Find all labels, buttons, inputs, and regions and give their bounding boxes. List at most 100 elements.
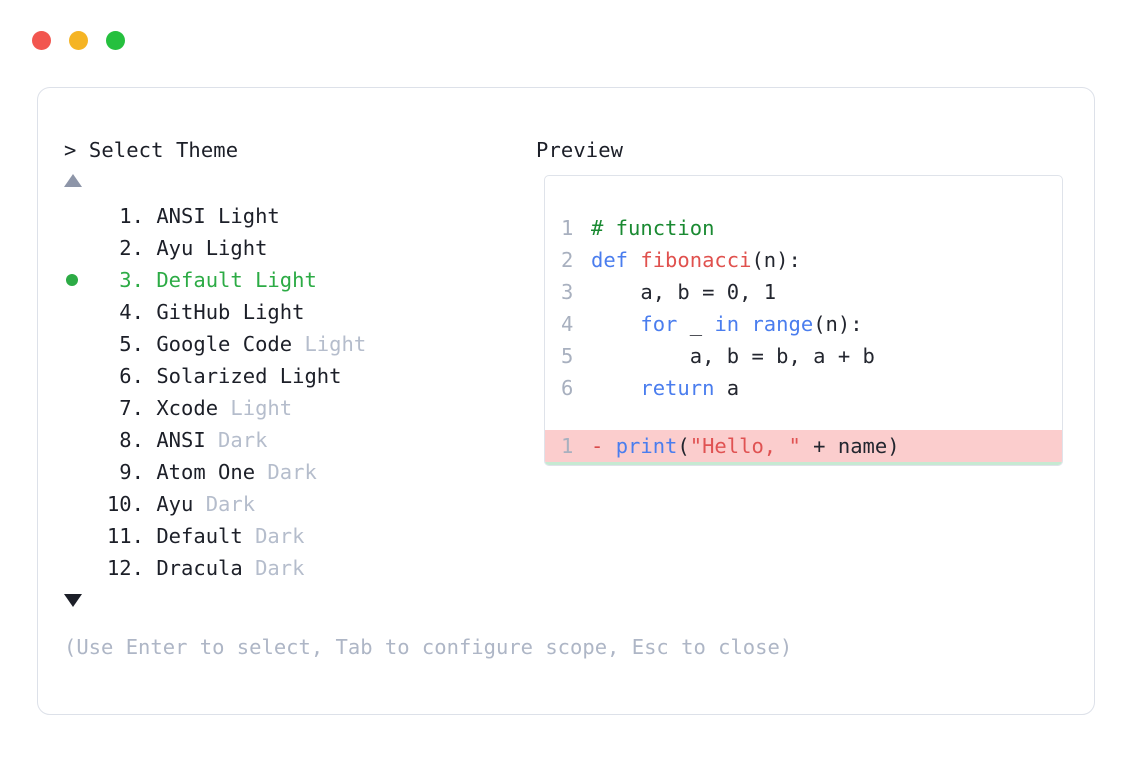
code-token: + name) xyxy=(800,434,900,458)
theme-item-spacer xyxy=(144,392,156,424)
select-theme-prompt: > Select Theme xyxy=(64,138,239,162)
code-token: print xyxy=(615,434,678,458)
theme-item-spacer xyxy=(144,264,156,296)
theme-item-variant-tag: Dark xyxy=(242,524,305,548)
theme-item-index: 9. xyxy=(106,460,144,484)
theme-item-variant-tag: Dark xyxy=(242,556,305,580)
theme-item-spacer xyxy=(144,200,156,232)
theme-item-spacer xyxy=(144,456,156,488)
theme-item-variant-tag: Dark xyxy=(193,492,256,516)
code-token: a xyxy=(714,376,740,400)
theme-item-index: 8. xyxy=(106,428,144,452)
theme-list-item[interactable]: 8. ANSI Dark xyxy=(64,424,504,456)
line-number: 4 xyxy=(561,312,574,336)
theme-item-variant-tag: Light xyxy=(242,268,317,292)
theme-list-item[interactable]: 11. Default Dark xyxy=(64,520,504,552)
theme-item-spacer xyxy=(144,520,156,552)
code-token: # function xyxy=(591,216,715,240)
code-token xyxy=(739,308,751,340)
theme-list-item[interactable]: 7. Xcode Light xyxy=(64,392,504,424)
theme-item-variant-tag: Light xyxy=(230,300,305,324)
window-traffic-lights xyxy=(32,31,125,50)
theme-item-variant-tag: Dark xyxy=(205,428,268,452)
theme-item-spacer xyxy=(144,296,156,328)
diff-added-line: 1+ print(f"Hello, {name}!") xyxy=(545,462,1062,465)
theme-item-index: 12. xyxy=(106,556,144,580)
code-token: "Hello, " xyxy=(689,434,801,458)
theme-item-name: Dracula xyxy=(156,556,243,580)
theme-item-index: 1. xyxy=(106,204,144,228)
scroll-up-icon[interactable] xyxy=(64,174,82,187)
theme-item-index: 7. xyxy=(106,396,144,420)
code-token: ( xyxy=(677,434,690,458)
close-window-button[interactable] xyxy=(32,31,51,50)
line-number: 6 xyxy=(561,376,574,400)
preview-panel-title: Preview xyxy=(536,138,624,162)
theme-list[interactable]: 1. ANSI Light 2. Ayu Light 3. Default Li… xyxy=(64,200,504,584)
theme-item-variant-tag: Light xyxy=(193,236,268,260)
theme-item-index: 4. xyxy=(106,300,144,324)
code-blank-line xyxy=(561,404,1062,430)
theme-list-item[interactable]: 3. Default Light xyxy=(64,264,504,296)
theme-item-variant-tag: Light xyxy=(205,204,280,228)
theme-item-name: Solarized xyxy=(156,364,268,388)
theme-item-name: ANSI xyxy=(156,204,206,228)
theme-item-name: Ayu xyxy=(156,492,194,516)
theme-item-name: Google Code xyxy=(156,332,293,356)
theme-item-index: 3. xyxy=(106,268,144,292)
code-token: f"Hello, {name}!" xyxy=(690,462,900,465)
code-token: return xyxy=(640,376,715,400)
line-number: 2 xyxy=(561,248,574,272)
code-line: 4 for _ in range(n): xyxy=(561,308,1062,340)
theme-list-item[interactable]: 2. Ayu Light xyxy=(64,232,504,264)
theme-item-spacer xyxy=(144,232,156,264)
theme-list-item[interactable]: 4. GitHub Light xyxy=(64,296,504,328)
theme-item-name: Xcode xyxy=(156,396,219,420)
line-number: 5 xyxy=(561,344,574,368)
theme-item-index: 2. xyxy=(106,236,144,260)
theme-item-name: Ayu xyxy=(156,236,194,260)
maximize-window-button[interactable] xyxy=(106,31,125,50)
theme-list-item[interactable]: 9. Atom One Dark xyxy=(64,456,504,488)
theme-item-spacer xyxy=(144,552,156,584)
theme-item-name: Default xyxy=(156,268,243,292)
theme-item-variant-tag: Light xyxy=(292,332,367,356)
code-line: 5 a, b = b, a + b xyxy=(561,340,1062,372)
code-token: a, b = b, a + b xyxy=(591,344,875,368)
theme-item-index: 10. xyxy=(106,492,144,516)
code-token: fibonacci xyxy=(640,248,752,272)
code-token xyxy=(591,372,640,404)
theme-picker-card: > Select Theme Preview 1. ANSI Light 2. … xyxy=(37,87,1095,715)
code-token: in xyxy=(714,312,740,336)
theme-list-item[interactable]: 5. Google Code Light xyxy=(64,328,504,360)
theme-list-item[interactable]: 10. Ayu Dark xyxy=(64,488,504,520)
selected-bullet-icon xyxy=(66,274,78,286)
theme-item-spacer xyxy=(144,488,156,520)
theme-list-item[interactable]: 12. Dracula Dark xyxy=(64,552,504,584)
code-line: 6 return a xyxy=(561,372,1062,404)
code-token: range xyxy=(751,312,814,336)
theme-item-name: GitHub xyxy=(156,300,231,324)
theme-list-item[interactable]: 6. Solarized Light xyxy=(64,360,504,392)
scroll-down-icon[interactable] xyxy=(64,594,82,607)
diff-spacer xyxy=(603,462,615,465)
diff-sign: + xyxy=(591,462,603,465)
code-token: (n): xyxy=(813,312,863,336)
theme-item-spacer xyxy=(144,328,156,360)
theme-item-index: 6. xyxy=(106,364,144,388)
code-token: for xyxy=(640,312,678,336)
line-number: 3 xyxy=(561,280,574,304)
theme-item-index: 11. xyxy=(106,524,144,548)
theme-list-item[interactable]: 1. ANSI Light xyxy=(64,200,504,232)
diff-removed-line: 1- print("Hello, " + name) xyxy=(545,430,1062,462)
keyboard-hint: (Use Enter to select, Tab to configure s… xyxy=(64,635,793,659)
code-token: a, b = 0, 1 xyxy=(591,280,777,304)
theme-item-name: ANSI xyxy=(156,428,206,452)
code-token: _ xyxy=(677,312,715,336)
minimize-window-button[interactable] xyxy=(69,31,88,50)
code-token: ) xyxy=(900,462,912,465)
code-token: print xyxy=(616,462,678,465)
code-token: def xyxy=(591,248,641,272)
